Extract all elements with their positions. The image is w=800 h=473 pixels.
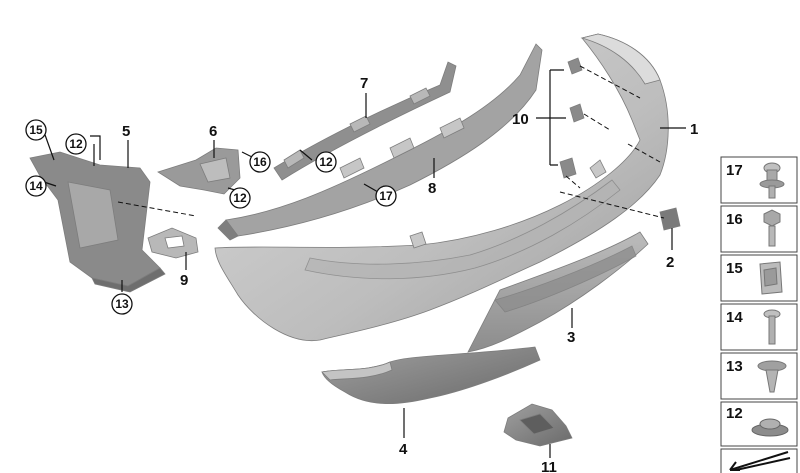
svg-text:13: 13 <box>726 358 743 375</box>
circled-callout-16: 16 <box>249 151 271 173</box>
direction-arrow-icon <box>720 448 798 473</box>
cap-2 <box>659 207 681 231</box>
circled-callout-14: 14 <box>25 175 47 197</box>
svg-text:14: 14 <box>726 309 743 326</box>
callout-4: 4 <box>399 441 408 458</box>
circled-callout-15: 15 <box>25 119 47 141</box>
legend-item-13: 13 <box>720 352 798 400</box>
carrier-7 <box>273 61 457 181</box>
circled-callout-12-carrier: 12 <box>315 151 337 173</box>
legend-item-16: 16 <box>720 205 798 253</box>
svg-text:17: 17 <box>726 162 743 179</box>
expansion-rivet-icon <box>757 360 787 393</box>
flange-nut-icon <box>751 418 789 437</box>
svg-text:12: 12 <box>319 155 333 169</box>
diffuser <box>467 231 649 353</box>
callout-9: 9 <box>180 272 188 289</box>
clips-10 <box>559 57 585 179</box>
legend-item-14: 14 <box>720 303 798 351</box>
svg-text:15: 15 <box>726 260 743 277</box>
lower-trim <box>321 346 541 405</box>
hex-bolt-icon <box>763 209 781 247</box>
callout-8: 8 <box>428 180 436 197</box>
callout-7: 7 <box>360 75 368 92</box>
svg-text:14: 14 <box>29 179 43 193</box>
bumper-panel <box>214 33 669 342</box>
callout-2: 2 <box>666 254 674 271</box>
bracket-6 <box>157 147 241 195</box>
svg-text:12: 12 <box>726 405 743 422</box>
circled-callouts: 15 14 12 16 12 12 17 13 <box>25 119 397 315</box>
carrier-8 <box>217 43 543 241</box>
callout-5: 5 <box>122 123 130 140</box>
callout-10: 10 <box>512 111 529 128</box>
circled-callout-13: 13 <box>111 293 133 315</box>
bracket-9 <box>147 227 199 259</box>
legend-item-12: 12 <box>720 401 798 447</box>
screw-icon <box>759 162 785 199</box>
circled-callout-17: 17 <box>375 185 397 207</box>
circled-callout-12-mid: 12 <box>229 187 251 209</box>
callout-6: 6 <box>209 123 217 140</box>
fastener-legend: 17 16 15 14 <box>720 156 798 473</box>
rivet-icon <box>763 309 781 345</box>
callout-labels: 1 2 3 4 5 6 7 8 9 10 11 <box>122 75 698 473</box>
side-bracket <box>29 151 166 293</box>
dashed-guides <box>117 65 665 219</box>
legend-item-15: 15 <box>720 254 798 302</box>
leader-lines <box>43 69 686 458</box>
callout-3: 3 <box>567 329 575 346</box>
callout-1: 1 <box>690 121 698 138</box>
exhaust-tip <box>503 403 573 447</box>
svg-text:15: 15 <box>29 123 43 137</box>
svg-text:16: 16 <box>726 211 743 228</box>
svg-text:13: 13 <box>115 297 129 311</box>
callout-11: 11 <box>541 459 557 473</box>
circled-callout-12-left: 12 <box>65 133 87 155</box>
svg-text:16: 16 <box>253 155 267 169</box>
legend-item-17: 17 <box>720 156 798 204</box>
svg-text:17: 17 <box>379 189 393 203</box>
svg-text:12: 12 <box>69 137 83 151</box>
svg-text:12: 12 <box>233 191 247 205</box>
clip-nut-icon <box>759 261 783 295</box>
